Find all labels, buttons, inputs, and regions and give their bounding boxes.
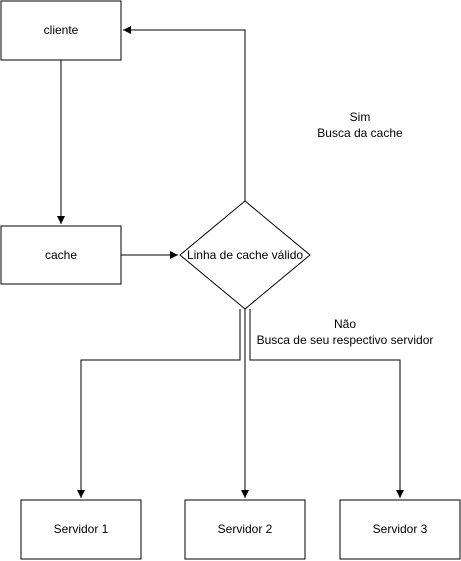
cliente-label: cliente <box>44 23 79 37</box>
servidor-1-node: Servidor 1 <box>20 499 142 560</box>
decision-node: Linha de cache válido <box>179 200 311 310</box>
cache-label: cache <box>45 248 77 262</box>
cache-node: cache <box>0 225 122 285</box>
no-label-line1: Não <box>334 317 356 331</box>
edge-decision-to-servidor-1 <box>77 309 241 498</box>
yes-label: Sim Busca da cache <box>317 110 403 140</box>
decision-label: Linha de cache válido <box>187 248 303 262</box>
no-label: Não Busca de seu respectivo servidor <box>257 317 434 347</box>
yes-label-line2: Busca da cache <box>317 126 403 140</box>
cliente-node: cliente <box>0 0 122 61</box>
no-label-line2: Busca de seu respectivo servidor <box>257 333 434 347</box>
servidor-3-label: Servidor 3 <box>373 522 428 536</box>
edge-decision-to-cliente <box>123 26 246 201</box>
yes-label-line1: Sim <box>350 110 371 124</box>
servidor-1-label: Servidor 1 <box>54 522 109 536</box>
servidor-3-node: Servidor 3 <box>339 499 461 560</box>
edge-decision-to-servidor-3 <box>249 309 404 498</box>
servidor-2-label: Servidor 2 <box>218 522 273 536</box>
servidor-2-node: Servidor 2 <box>184 499 306 560</box>
